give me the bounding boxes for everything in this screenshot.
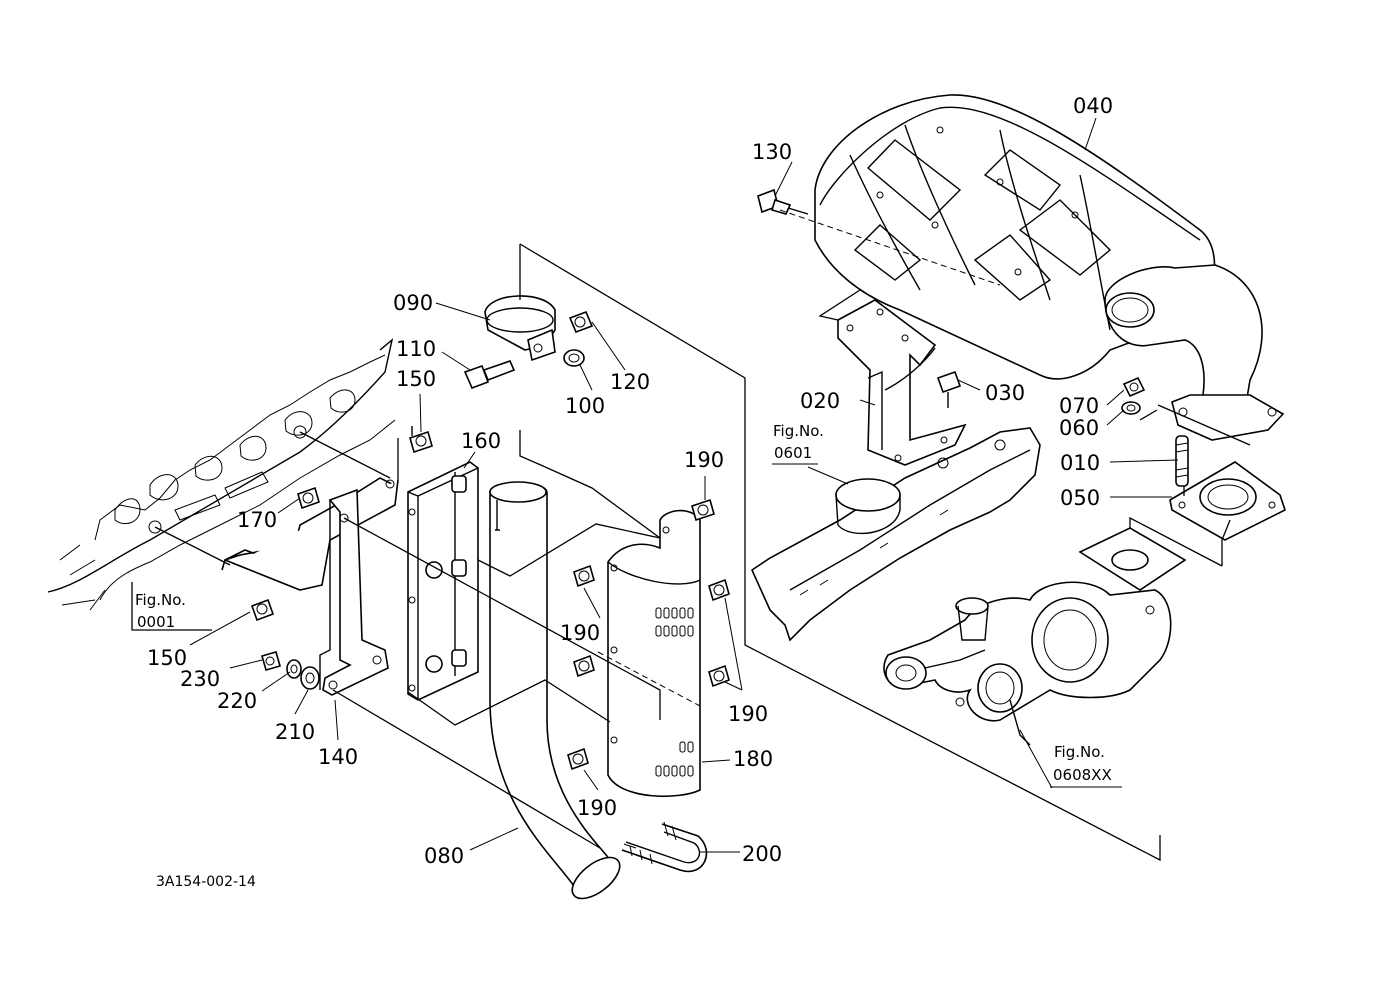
- label-150-lower: 150: [147, 646, 187, 670]
- bolt-130: [757, 188, 792, 215]
- bolt-190-f: [567, 747, 589, 771]
- label-150-upper: 150: [396, 367, 436, 391]
- label-060: 060: [1059, 416, 1099, 440]
- label-100: 100: [565, 394, 605, 418]
- collar-100: [563, 349, 585, 367]
- label-070: 070: [1059, 394, 1099, 418]
- part-number-labels: 040 130 090 110 120 100 150 160 170 190 …: [147, 94, 1113, 868]
- label-190-a: 190: [684, 448, 724, 472]
- washer-060: [1121, 401, 1141, 415]
- label-170: 170: [237, 508, 277, 532]
- bolt-170: [297, 486, 320, 510]
- heat-shield-180: [607, 509, 701, 798]
- label-030: 030: [985, 381, 1025, 405]
- label-130: 130: [752, 140, 792, 164]
- bolt-150-upper: [409, 426, 433, 454]
- bolt-190-d: [573, 654, 595, 678]
- label-190-b: 190: [560, 621, 600, 645]
- stud-010: [1175, 435, 1189, 487]
- label-190-d: 190: [577, 796, 617, 820]
- exhaust-manifold: [750, 427, 1041, 642]
- label-040: 040: [1073, 94, 1113, 118]
- label-080: 080: [424, 844, 464, 868]
- label-140: 140: [318, 745, 358, 769]
- washer-220: [286, 659, 302, 679]
- nut-070: [1122, 376, 1146, 398]
- bolt-190-a: [691, 498, 715, 522]
- label-180: 180: [733, 747, 773, 771]
- bracket-160: [407, 461, 479, 701]
- bracket-140: [221, 477, 399, 696]
- fig-ref-0601-number: 0601: [774, 444, 812, 462]
- figure-references: Fig.No. 0001 Fig.No. 0601 Fig.No. 0608XX: [135, 422, 1122, 788]
- label-190-c: 190: [728, 702, 768, 726]
- turbocharger: [883, 527, 1187, 746]
- bolt-150-lower: [250, 598, 275, 622]
- fig-ref-0001-prefix: Fig.No.: [135, 591, 186, 609]
- muffler-bracket-020: [837, 299, 967, 466]
- fig-ref-0608-number: 0608XX: [1053, 766, 1112, 784]
- engine-head-outline: [47, 338, 396, 611]
- bolt-110: [463, 360, 516, 390]
- fig-ref-0001-number: 0001: [137, 613, 175, 631]
- washer-210: [300, 666, 320, 690]
- diagram-code: 3A154-002-14: [156, 874, 256, 890]
- muffler-040: [814, 94, 1285, 441]
- label-090: 090: [393, 291, 433, 315]
- label-210: 210: [275, 720, 315, 744]
- bolt-190-c: [708, 578, 730, 602]
- u-bolt-200: [621, 821, 708, 873]
- nut-230: [261, 651, 281, 671]
- label-110: 110: [396, 337, 436, 361]
- label-200: 200: [742, 842, 782, 866]
- callout-leaders: [189, 117, 1179, 853]
- fig-ref-0608-prefix: Fig.No.: [1054, 743, 1105, 761]
- bolt-190-e: [708, 664, 730, 688]
- clamp-090: [484, 295, 556, 362]
- nut-120: [568, 310, 594, 334]
- label-050: 050: [1060, 486, 1100, 510]
- label-010: 010: [1060, 451, 1100, 475]
- fig-ref-0601-prefix: Fig.No.: [773, 422, 824, 440]
- bolt-190-b: [573, 564, 595, 588]
- label-220: 220: [217, 689, 257, 713]
- assembly-lines: [131, 207, 1251, 862]
- tail-pipe-080: [489, 481, 621, 900]
- bolt-030: [936, 370, 962, 408]
- label-120: 120: [610, 370, 650, 394]
- label-230: 230: [180, 667, 220, 691]
- label-020: 020: [800, 389, 840, 413]
- gasket-050: [1169, 461, 1286, 541]
- label-160: 160: [461, 429, 501, 453]
